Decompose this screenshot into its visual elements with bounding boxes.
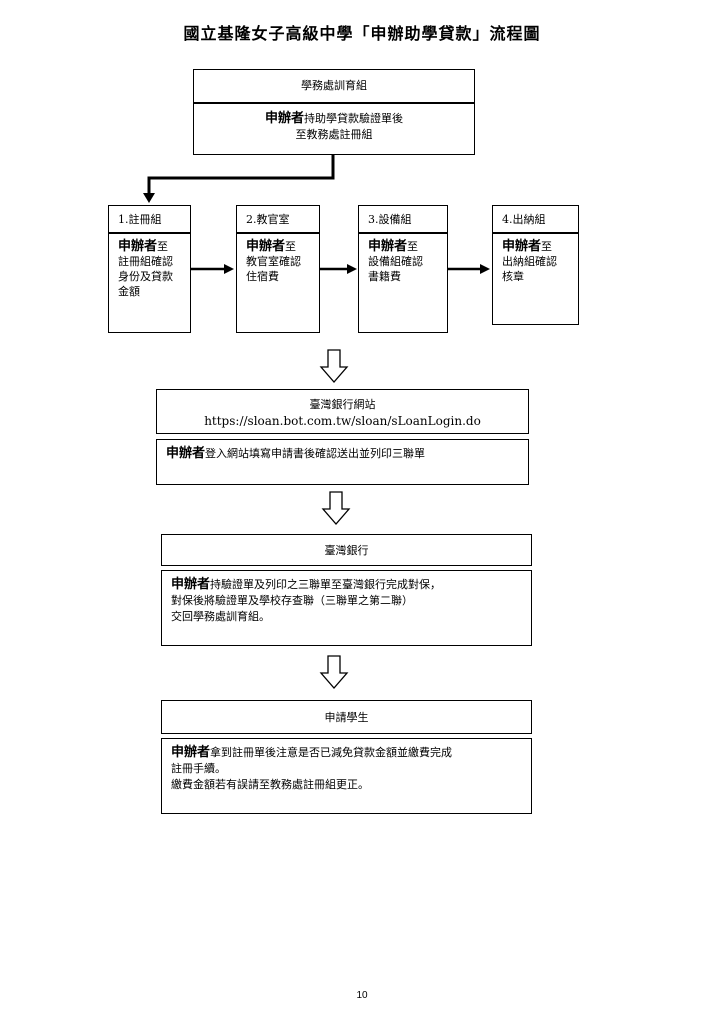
step-3-body-box: 申辦者至 設備組確認 書籍費 bbox=[358, 233, 448, 333]
student-body-box: 申辦者拿到註冊單後注意是否已減免貸款金額並繳費完成 註冊手續。 繳費金額若有誤請… bbox=[161, 738, 532, 814]
bank-site-header: 臺灣銀行網站 bbox=[309, 398, 376, 411]
step-4-line: 核章 bbox=[502, 270, 524, 283]
step-3-header-box: 3.設備組 bbox=[358, 205, 448, 233]
top-line2: 至教務處註冊組 bbox=[295, 128, 373, 141]
bank-line2: 對保後將驗證單及學校存查聯（三聯單之第二聯） bbox=[171, 594, 413, 607]
student-actor: 申辦者 bbox=[171, 745, 211, 760]
step-1-line: 金額 bbox=[118, 285, 140, 298]
top-header-box: 學務處訓育組 bbox=[193, 69, 475, 103]
top-line1: 持助學貸款驗證單後 bbox=[304, 112, 403, 125]
step-1-body-box: 申辦者至 註冊組確認 身份及貸款 金額 bbox=[108, 233, 191, 333]
student-header-box: 申請學生 bbox=[161, 700, 532, 734]
step-3-line: 設備組確認 bbox=[368, 255, 423, 268]
step-1-line: 註冊組確認 bbox=[118, 255, 173, 268]
step-4-body-box: 申辦者至 出納組確認 核章 bbox=[492, 233, 579, 325]
top-body-box: 申辦者持助學貸款驗證單後 至教務處註冊組 bbox=[193, 103, 475, 155]
bank-site-url: https://sloan.bot.com.tw/sloan/sLoanLogi… bbox=[204, 414, 481, 428]
bank-actor: 申辦者 bbox=[171, 577, 211, 592]
bank-header: 臺灣銀行 bbox=[324, 544, 369, 557]
step-1-actor: 申辦者 bbox=[118, 239, 158, 254]
bank-site-header-box: 臺灣銀行網站 https://sloan.bot.com.tw/sloan/sL… bbox=[156, 389, 529, 434]
step-3-line: 書籍費 bbox=[368, 270, 401, 283]
elbow-connector bbox=[147, 155, 335, 195]
page-number: 10 bbox=[356, 990, 368, 1001]
step-3-rest: 至 bbox=[407, 240, 419, 253]
top-header-label: 學務處訓育組 bbox=[301, 79, 367, 92]
student-line2: 註冊手續。 bbox=[171, 762, 226, 775]
student-header: 申請學生 bbox=[324, 711, 369, 724]
top-actor: 申辦者 bbox=[264, 111, 304, 126]
student-line1: 拿到註冊單後注意是否已減免貸款金額並繳費完成 bbox=[210, 746, 453, 759]
bank-site-body-box: 申辦者登入網站填寫申請書後確認送出並列印三聯單 bbox=[156, 439, 529, 485]
bank-line1: 持驗證單及列印之三聯單至臺灣銀行完成對保， bbox=[210, 578, 442, 591]
step-4-line: 出納組確認 bbox=[502, 255, 557, 268]
step-2-actor: 申辦者 bbox=[246, 239, 286, 254]
step-3-actor: 申辦者 bbox=[368, 239, 408, 254]
step-4-header-box: 4.出納組 bbox=[492, 205, 579, 233]
bank-site-actor: 申辦者 bbox=[166, 446, 206, 461]
step-1-line: 身份及貸款 bbox=[118, 270, 173, 283]
step-2-header: 2.教官室 bbox=[246, 213, 290, 226]
student-line3: 繳費金額若有誤請至教務處註冊組更正。 bbox=[171, 778, 369, 791]
bank-line3: 交回學務處訓育組。 bbox=[171, 610, 270, 623]
step-2-body-box: 申辦者至 教官室確認 住宿費 bbox=[236, 233, 320, 333]
step-4-actor: 申辦者 bbox=[502, 239, 542, 254]
bank-body-box: 申辦者持驗證單及列印之三聯單至臺灣銀行完成對保， 對保後將驗證單及學校存查聯（三… bbox=[161, 570, 532, 646]
hollow-down-arrow-2 bbox=[321, 491, 351, 525]
bank-header-box: 臺灣銀行 bbox=[161, 534, 532, 566]
step-2-rest: 至 bbox=[285, 240, 297, 253]
bank-site-text: 登入網站填寫申請書後確認送出並列印三聯單 bbox=[205, 447, 426, 460]
page-title: 國立基隆女子高級中學「申辦助學貸款」流程圖 bbox=[183, 24, 541, 43]
step-2-header-box: 2.教官室 bbox=[236, 205, 320, 233]
step-2-line: 教官室確認 bbox=[246, 255, 301, 268]
hollow-down-arrow-1 bbox=[319, 349, 349, 383]
step-1-header-box: 1.註冊組 bbox=[108, 205, 191, 233]
step-4-header: 4.出納組 bbox=[502, 213, 546, 226]
step-1-rest: 至 bbox=[157, 240, 169, 253]
elbow-arrowhead bbox=[143, 193, 155, 203]
step-2-line: 住宿費 bbox=[246, 270, 279, 283]
step-1-header: 1.註冊組 bbox=[118, 213, 162, 226]
step-4-rest: 至 bbox=[541, 240, 553, 253]
step-3-header: 3.設備組 bbox=[368, 213, 412, 226]
hollow-down-arrow-3 bbox=[319, 655, 349, 689]
